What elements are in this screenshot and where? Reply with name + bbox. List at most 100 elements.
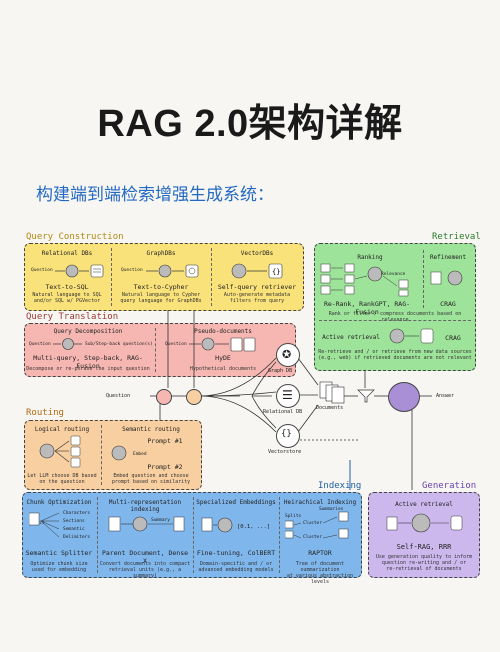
page-title: RAG 2.0架构详解: [97, 103, 403, 145]
qc-cell-2-question: Question: [121, 268, 143, 273]
page-subtitle: 构建端到端检索增强生成系统：: [36, 185, 274, 205]
indexing-panel: Chunk Optimization Split Characters Sect…: [22, 492, 362, 585]
retrieval-ranking-flow: [320, 263, 409, 297]
idx-cell-1-title: Chunk Optimization: [26, 499, 92, 506]
idx-cell-1-item-1: Characters: [63, 511, 91, 516]
qt-cell-2-flow: [189, 337, 256, 352]
translation-node: [156, 389, 172, 405]
generation-main: Self-RAG, RRR: [396, 543, 452, 551]
idx-cell-2-main: Parent Document, Dense X: [101, 549, 189, 565]
idx-cell-4-title: Heirachical Indexing: [283, 499, 357, 506]
idx-cell-1-item-4: Delimiters: [63, 535, 91, 540]
qt-cell-1-main: Multi-query, Step-back, RAG-Fusion: [33, 354, 143, 370]
idx-cell-1-item-3: Semantic: [63, 527, 85, 532]
routing-label: Routing: [26, 408, 64, 418]
graph-db-icon: ✪: [282, 348, 292, 361]
relational-db-icon: ☰: [282, 388, 293, 402]
retrieval-label: Retrieval: [432, 232, 481, 242]
llm-brain-icon: [388, 382, 420, 412]
idx-cell-3-title: Specialized Embeddings: [196, 499, 276, 506]
qt-cell-1-title: Query Decomposition: [53, 328, 123, 335]
query-construction-panel: Relational DBs Question Text-to-SQL Natu…: [24, 243, 304, 311]
routing-cell-2-title: Semantic routing: [122, 426, 180, 433]
retrieval-ranking-title: Ranking: [357, 254, 383, 261]
routing-cell-2-flow: [111, 445, 127, 461]
generation-panel: Active retrieval Self-RAG, RRR Use gener…: [368, 492, 480, 578]
qc-cell-2-flow: [146, 264, 199, 278]
retrieval-panel: Ranking Relevance Re-Rank, RankGPT, RAG-…: [314, 243, 476, 371]
query-construction-label: Query Construction: [26, 232, 124, 242]
qc-cell-3-flow: {}: [231, 263, 283, 279]
documents-icon: [319, 381, 345, 404]
retrieval-ranking-main: Re-Rank, RankGPT, RAG-Fusion: [323, 300, 411, 316]
qc-cell-3-title: VectorDBs: [240, 250, 274, 257]
flow-answer: Answer: [436, 393, 455, 399]
routing-prompt-2: Prompt #2: [147, 463, 183, 471]
idx-cell-1-main: Semantic Splitter: [25, 549, 93, 557]
idx-cell-2-flow: [108, 516, 185, 532]
idx-cell-3-vector: [0.1, ...]: [237, 524, 271, 530]
qc-cell-1-title: Relational DBs: [41, 250, 93, 257]
idx-cell-2-title: Multi-representation indexing: [108, 499, 182, 513]
retrieval-refinement-flow: [430, 270, 463, 286]
qc-cell-3-main: Self-query retriever: [217, 283, 297, 291]
idx-cell-4-item-3: Cluster: [303, 535, 322, 540]
graph-db-node: ✪: [276, 343, 300, 367]
routing-embed: Embed: [133, 452, 147, 457]
idx-cell-1-item-2: Sections: [63, 519, 85, 524]
idx-cell-3-main: Fine-tuning, ColBERT: [196, 549, 276, 557]
flow-vectorstore: Vectorstore: [268, 449, 302, 455]
flow-documents: Documents: [316, 405, 344, 411]
idx-cell-4-item-4: Splits: [285, 514, 302, 519]
idx-cell-4-main: RAPTOR: [308, 549, 332, 557]
retrieval-refinement-main: CRAG: [440, 300, 456, 308]
routing-prompt-1: Prompt #1: [147, 437, 183, 445]
svg-text:{}: {}: [272, 268, 280, 276]
flow-question: Question: [106, 393, 131, 399]
qc-cell-1-main: Text-to-SQL: [45, 283, 89, 291]
retrieval-active-title: Active retrieval: [322, 334, 380, 341]
filter-icon: [357, 389, 375, 403]
idx-cell-3-flow: [201, 517, 233, 533]
qt-cell-2-question: Question: [165, 342, 187, 347]
idx-cell-4-tree: [285, 511, 349, 539]
qt-cell-1-question: Question: [29, 342, 51, 347]
query-translation-panel: Query Decomposition Question Sub/Step-ba…: [24, 323, 296, 377]
flow-graph-db: Graph DB: [268, 368, 293, 374]
generation-flow: [386, 513, 463, 533]
qt-cell-2-desc: Hypothetical documents: [189, 366, 257, 372]
routing-cell-1-title: Logical routing: [34, 426, 90, 433]
relational-db-node: ☰: [276, 384, 300, 408]
qt-cell-1-desc: Decompose or re-phrase the input questio…: [26, 366, 150, 372]
idx-cell-4-item-1: Summaries: [319, 507, 344, 512]
retrieval-refinement-title: Refinement: [429, 254, 467, 261]
vectorstore-icon: {}: [281, 429, 292, 439]
qt-cell-2-main: HyDE: [215, 354, 231, 362]
flow-relational-db: Relational DB: [263, 409, 303, 415]
qc-cell-2-title: GraphDBs: [146, 250, 176, 257]
generation-label: Generation: [422, 481, 477, 491]
qc-cell-1-flow: [55, 264, 104, 278]
qc-cell-2-main: Text-to-Cypher: [133, 283, 189, 291]
retrieval-active-flow: [389, 328, 434, 344]
routing-node: [186, 389, 202, 405]
retrieval-active-main: CRAG: [445, 334, 461, 342]
query-translation-label: Query Translation: [26, 312, 119, 322]
vectorstore-node: {}: [276, 424, 300, 448]
generation-title: Active retrieval: [395, 501, 453, 508]
qt-cell-1-subq: Sub/Step-back question(s): [85, 342, 153, 347]
idx-cell-2-summary: Summary: [151, 518, 170, 523]
retrieval-active-desc: Re-retrieve and / or retrieve from new d…: [318, 349, 472, 361]
